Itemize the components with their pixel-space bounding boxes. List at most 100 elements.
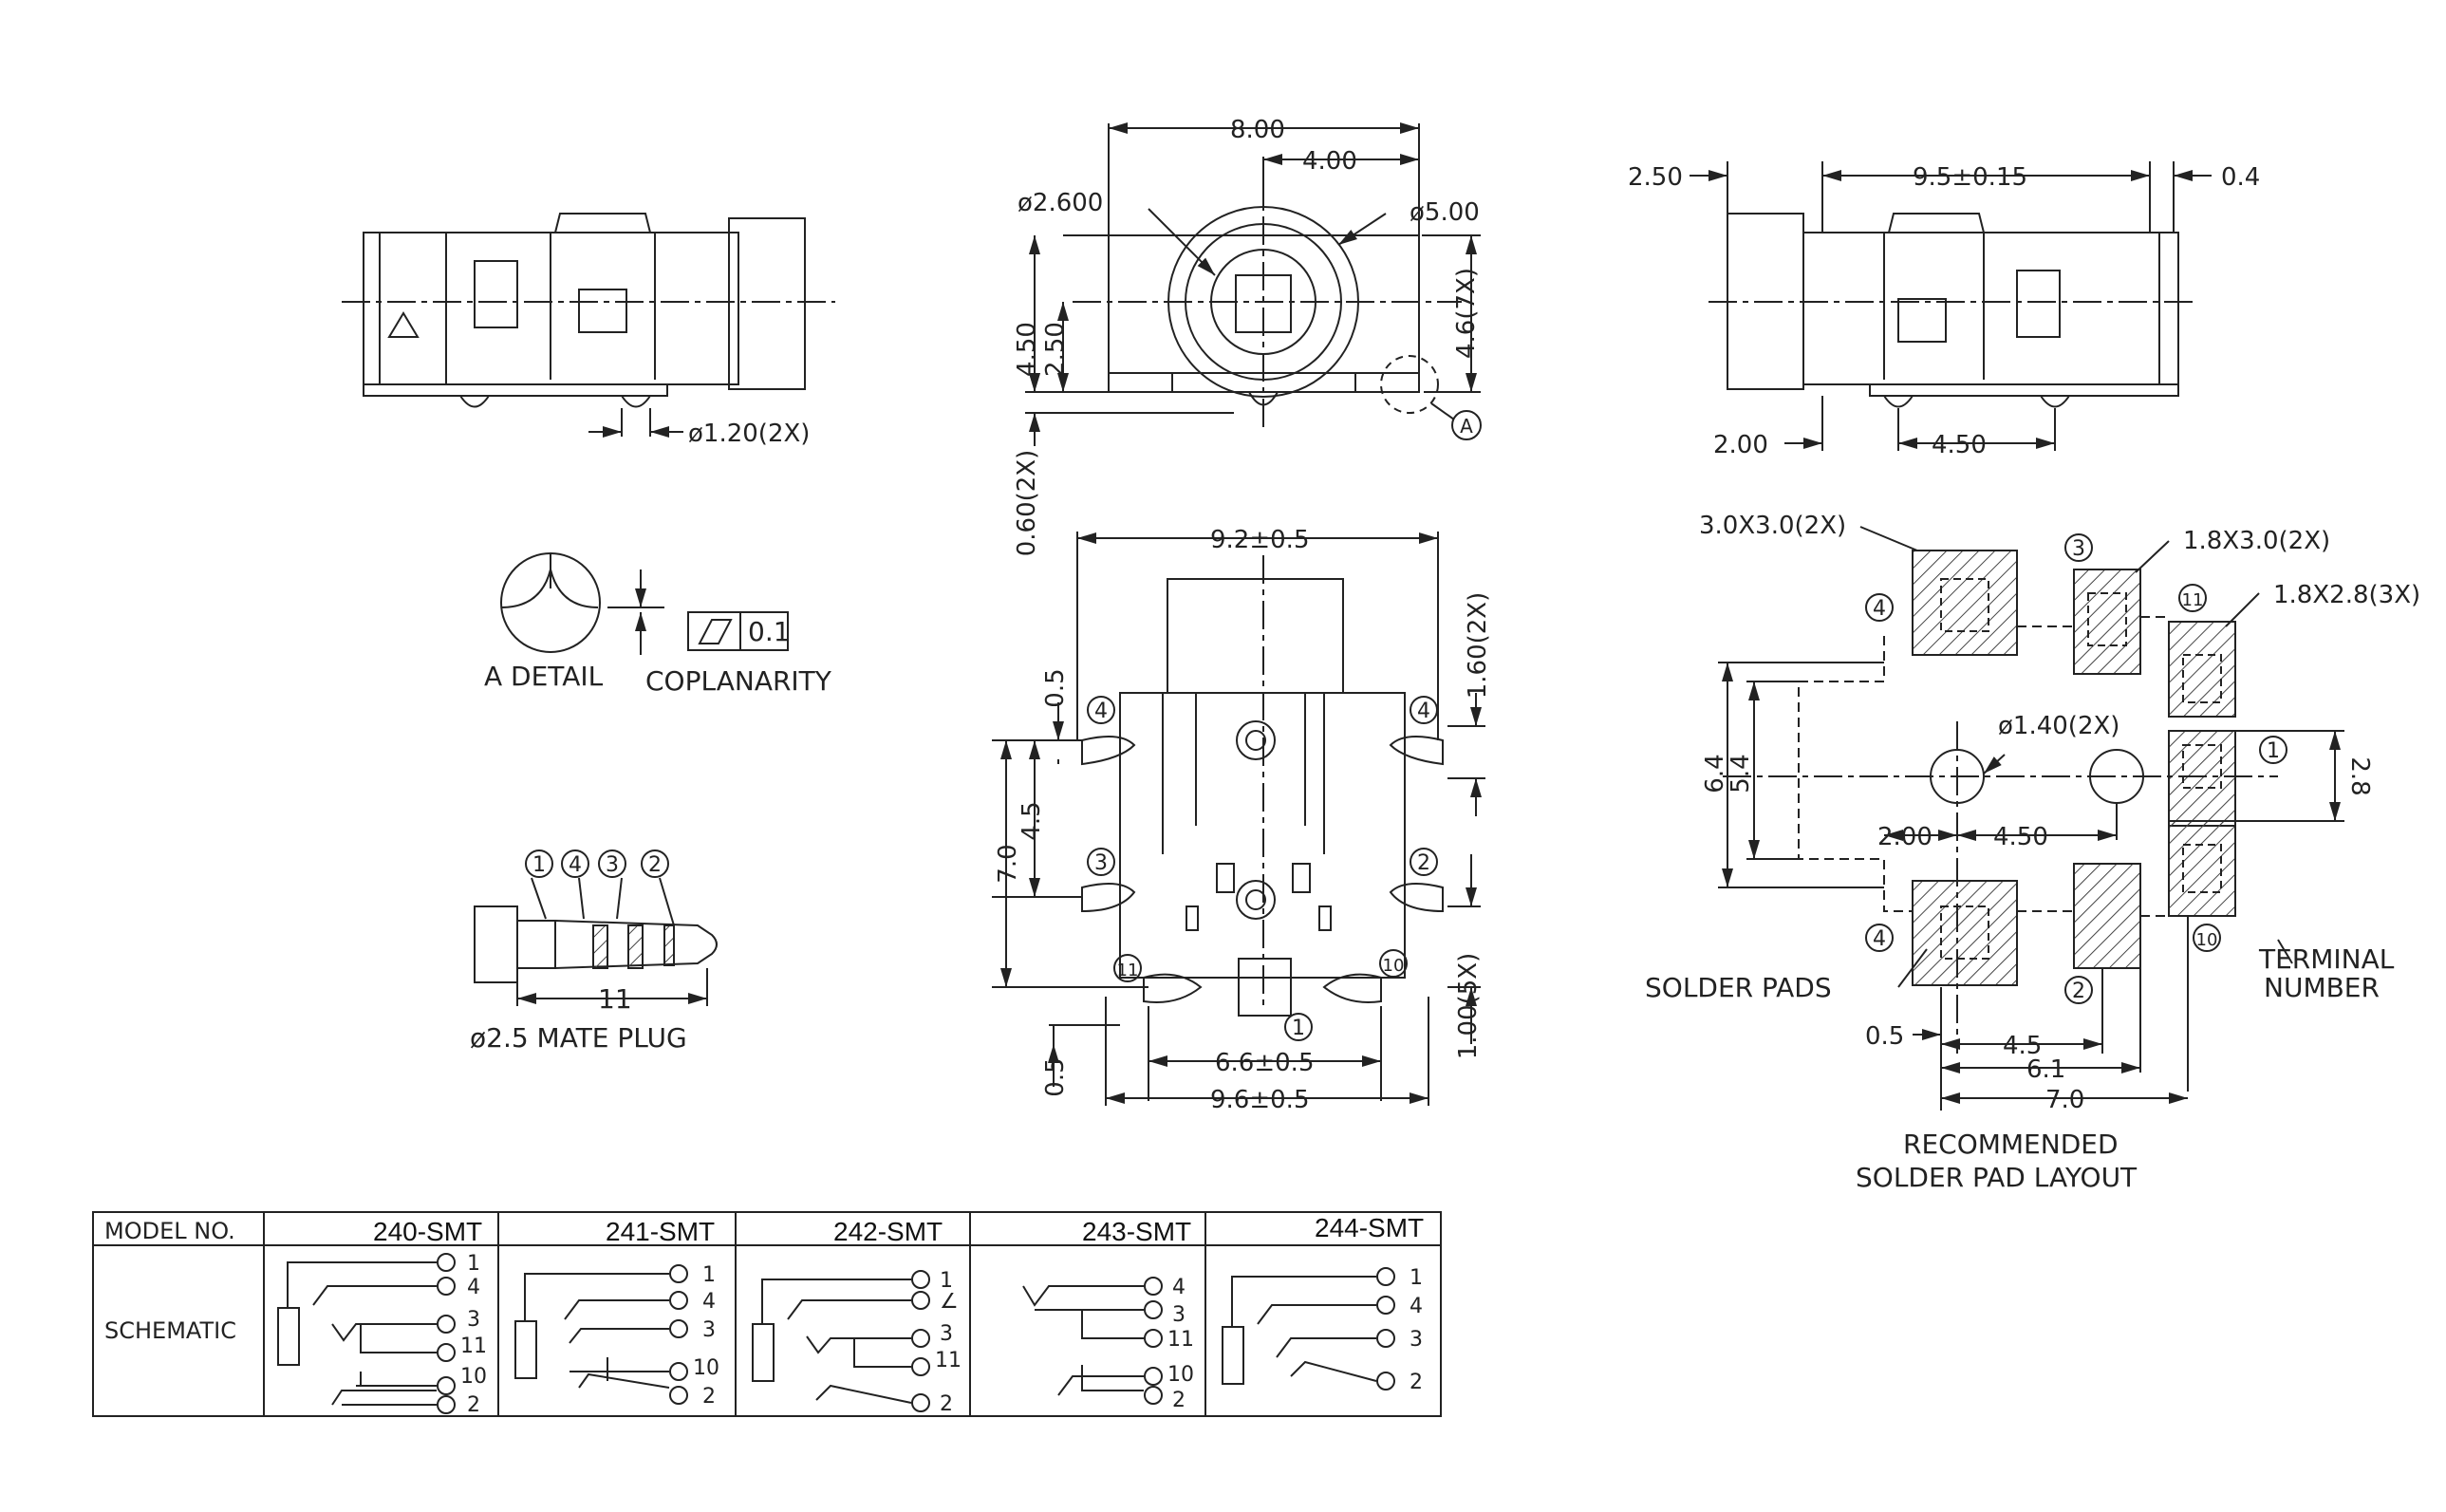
pad-pin-3: 3 (2064, 533, 2093, 562)
schem-242-pins: 1 ∠ 3 11 2 (911, 1269, 962, 1416)
pad-pin-4b: 4 (1865, 924, 1894, 952)
pad-layout (1718, 526, 2344, 1111)
model-table (92, 1211, 1442, 1417)
detail-ref: A (1460, 415, 1473, 438)
svg-text:3: 3 (702, 1318, 716, 1342)
svg-text:1: 1 (702, 1263, 716, 1287)
svg-text:2: 2 (702, 1385, 716, 1409)
schem-243-pins: 4 3 11 10 2 (1144, 1276, 1194, 1412)
pad-d28: 2.8 (2345, 756, 2374, 795)
schem-241-pins: 1 4 3 10 2 (669, 1263, 719, 1409)
pad-small-label: 1.8X2.8(3X) (2273, 581, 2420, 609)
svg-text:4: 4 (1410, 1295, 1423, 1318)
top-pin-3: 3 (1087, 848, 1115, 876)
pad-d05: 0.5 (1865, 1022, 1904, 1051)
detail-a (500, 552, 789, 655)
right-length: 9.5±0.15 (1913, 163, 2027, 192)
svg-text:4: 4 (467, 1276, 480, 1299)
svg-text:11: 11 (460, 1335, 487, 1358)
svg-text:4: 4 (1873, 927, 1886, 951)
svg-text:1: 1 (1292, 1017, 1305, 1040)
front-pin-offset: 0.60(2X) (1013, 450, 1041, 557)
svg-text:3: 3 (940, 1322, 953, 1346)
left-pin-dia: ø1.20(2X) (688, 420, 810, 448)
svg-text:3: 3 (1094, 851, 1108, 875)
svg-text:10: 10 (1167, 1363, 1194, 1387)
svg-text:4: 4 (1417, 700, 1430, 723)
pad-d450: 4.50 (1993, 823, 2048, 851)
svg-text:1: 1 (467, 1252, 480, 1276)
plug-caption: ø2.5 MATE PLUG (470, 1022, 687, 1054)
pad-caption-1: RECOMMENDED (1903, 1129, 2119, 1160)
svg-text:2: 2 (1172, 1389, 1186, 1412)
pad-d54: 5.4 (1727, 754, 1755, 793)
front-center-h: 2.50 (1041, 322, 1070, 377)
svg-text:2: 2 (940, 1392, 953, 1416)
mate-plug (474, 877, 718, 1006)
svg-text:1: 1 (940, 1269, 953, 1293)
top-pin-4b: 4 (1410, 696, 1438, 724)
front-body-dia: ø5.00 (1410, 198, 1480, 227)
svg-text:∠: ∠ (940, 1290, 959, 1314)
svg-text:3: 3 (467, 1308, 480, 1332)
svg-text:2: 2 (1417, 851, 1430, 875)
top-pin-4a: 4 (1087, 696, 1115, 724)
plug-pin-3: 3 (598, 849, 626, 878)
front-height: 4.50 (1013, 322, 1041, 377)
top-tab: 1.60(2X) (1464, 592, 1492, 700)
svg-text:4: 4 (702, 1290, 716, 1314)
top-45: 4.5 (1018, 801, 1046, 840)
plug-pin-1: 1 (525, 849, 553, 878)
plug-length: 11 (598, 983, 632, 1015)
pad-pin-11: 11 (2178, 584, 2207, 612)
front-width: 8.00 (1230, 116, 1285, 144)
svg-text:1: 1 (532, 853, 546, 877)
pad-d45: 4.5 (2003, 1032, 2042, 1060)
pin-circles: 1 4 3 2 4 4 3 2 11 10 1 4 3 11 4 1 2 10 (525, 533, 2287, 1041)
detail-caption: A DETAIL (484, 661, 604, 692)
right-left-dim: 2.50 (1628, 163, 1683, 192)
svg-text:4: 4 (569, 853, 582, 877)
svg-text:11: 11 (2182, 590, 2204, 610)
svg-text:10: 10 (460, 1365, 487, 1389)
front-half-width: 4.00 (1302, 147, 1357, 176)
table-model-5: 244-SMT (1315, 1213, 1424, 1242)
pad-pin-4a: 4 (1865, 593, 1894, 622)
pad-pin-2: 2 (2064, 976, 2093, 1004)
svg-text:2: 2 (2072, 980, 2085, 1003)
pad-d64: 6.4 (1701, 754, 1729, 793)
svg-text:11: 11 (1167, 1328, 1194, 1352)
top-70: 7.0 (994, 844, 1022, 883)
terminal-label-1: TERMINAL (2258, 943, 2395, 975)
terminal-label-2: NUMBER (2264, 972, 2380, 1003)
coplanarity-caption: COPLANARITY (645, 665, 832, 697)
svg-text:10: 10 (2196, 930, 2218, 950)
pad-d70: 7.0 (2045, 1086, 2084, 1114)
schem-240-pins: 1 4 3 11 10 2 (437, 1252, 487, 1417)
top-pin-10: 10 (1379, 949, 1408, 978)
svg-text:10: 10 (693, 1356, 719, 1380)
schem-244-pins: 1 4 3 2 (1376, 1266, 1423, 1394)
top-05-top: 0.5 (1041, 668, 1070, 707)
svg-text:2: 2 (467, 1393, 480, 1417)
top-66: 6.6±0.5 (1215, 1049, 1314, 1077)
front-pin-len: 4.6(7X) (1452, 268, 1481, 359)
solder-pads-label: SOLDER PADS (1645, 972, 1832, 1003)
top-width: 9.2±0.5 (1210, 526, 1309, 554)
table-model-label: MODEL NO. (104, 1218, 235, 1244)
svg-text:4: 4 (1873, 597, 1886, 621)
pad-mid-label: 1.8X3.0(2X) (2183, 527, 2330, 555)
pad-hole-label: ø1.40(2X) (1998, 712, 2119, 740)
top-pin-1: 1 (1284, 1013, 1313, 1041)
right-bottom: 4.50 (1932, 431, 1987, 459)
top-100: 1.00(5X) (1454, 953, 1483, 1060)
top-pin-11: 11 (1113, 954, 1142, 982)
side-view-left (342, 213, 835, 438)
pad-big-label: 3.0X3.0(2X) (1699, 512, 1846, 540)
top-view (992, 532, 1485, 1106)
top-pin-2: 2 (1410, 848, 1438, 876)
plug-pin-2: 2 (641, 849, 669, 878)
svg-text:3: 3 (1172, 1303, 1186, 1327)
svg-text:3: 3 (1410, 1328, 1423, 1352)
pad-d61: 6.1 (2026, 1055, 2065, 1084)
